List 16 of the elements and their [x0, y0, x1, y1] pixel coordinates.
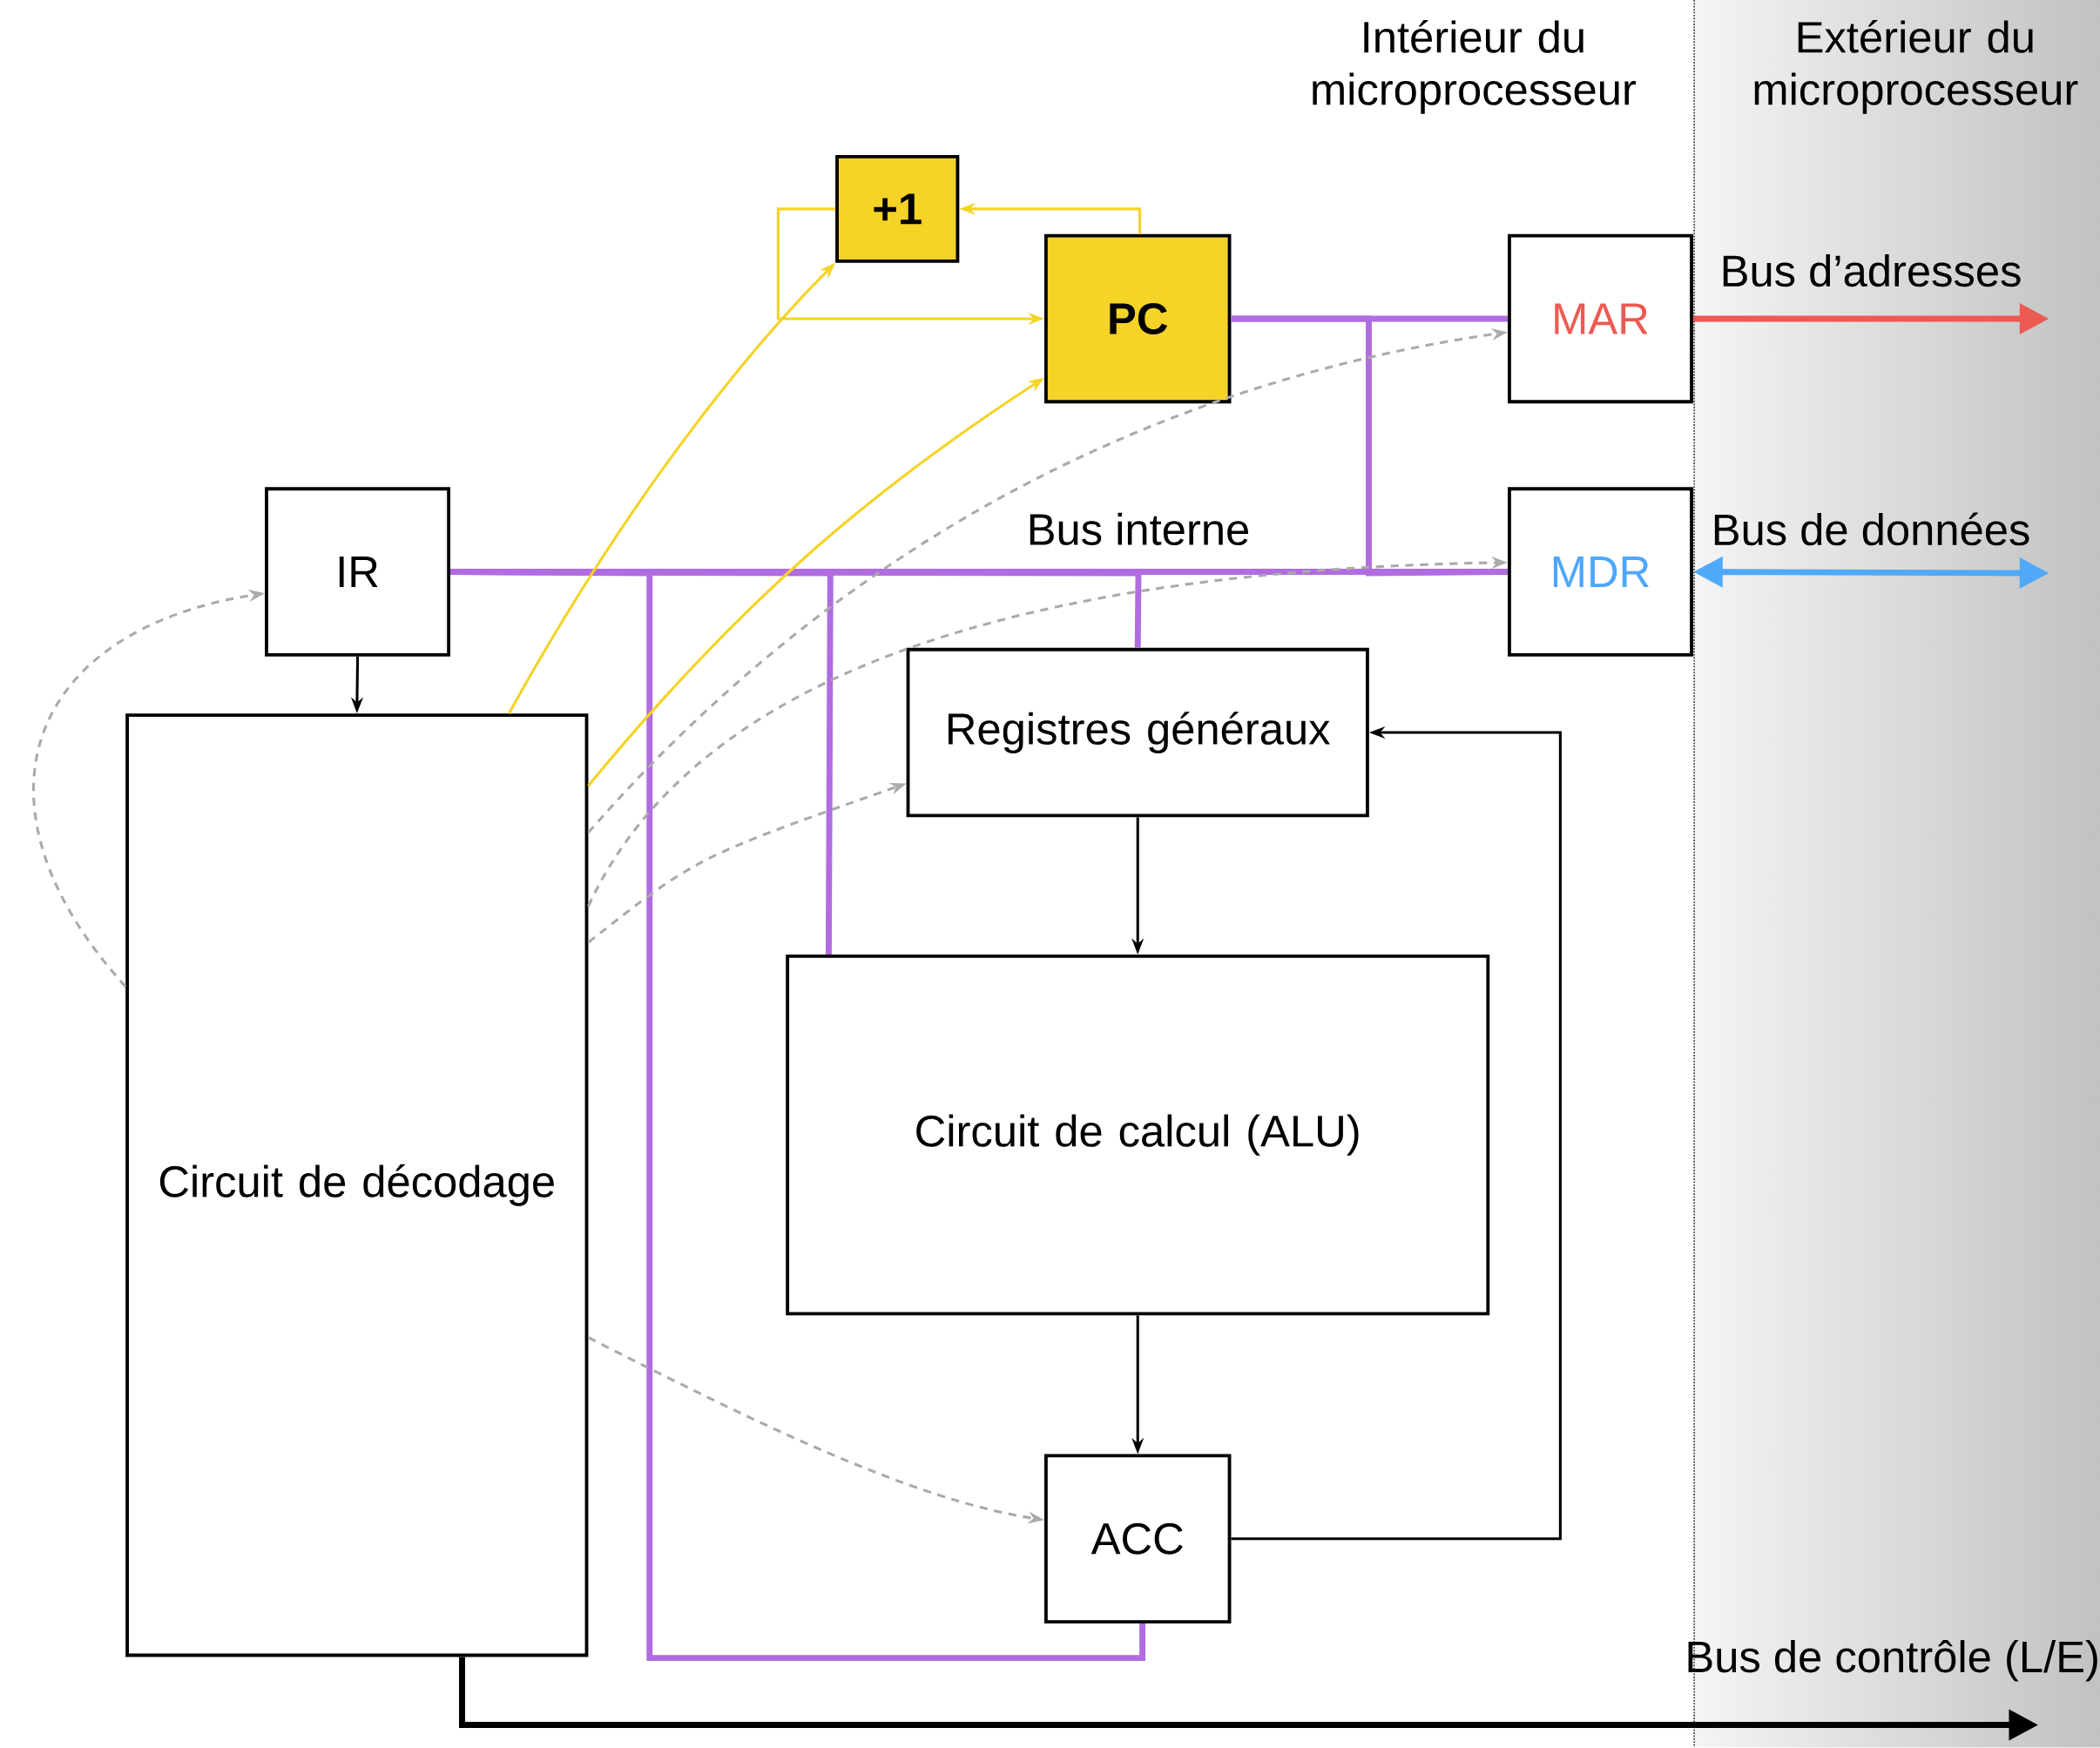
- region-label: Intérieur du microprocesseur: [1313, 20, 1637, 114]
- register-box: IR: [265, 487, 451, 658]
- register-box: MAR: [1508, 233, 1693, 404]
- register-box: PC: [1044, 233, 1232, 404]
- circuit-box: Circuit de décodage: [125, 713, 589, 1657]
- register-box: Registres généraux: [906, 648, 1369, 818]
- edge-label: Bus de contrôle (L/E): [1688, 1640, 2097, 1682]
- edge-label: Bus interne: [1030, 512, 1248, 546]
- increment-box: +1: [835, 155, 960, 263]
- register-box: ACC: [1044, 1454, 1232, 1624]
- bus-line: [1231, 315, 1509, 577]
- circuit-box: Circuit de calcul (ALU): [786, 955, 1490, 1316]
- register-box: MDR: [1508, 487, 1693, 658]
- edge-label: Bus d’adresses: [1723, 254, 2021, 287]
- edge-label: Bus de données: [1714, 512, 2029, 546]
- region-label: Extérieur du microprocesseur: [1754, 20, 2078, 114]
